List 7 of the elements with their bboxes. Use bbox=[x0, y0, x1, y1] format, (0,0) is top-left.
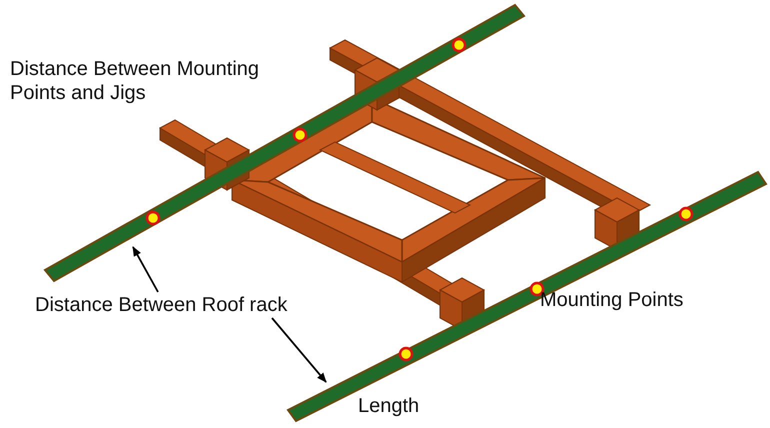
leader-arrow bbox=[132, 246, 159, 292]
annotation-label: Distance Between Mounting Points and Jigs bbox=[10, 57, 260, 105]
dimension-text: Distance Between Roof rack bbox=[35, 293, 288, 317]
annotation-label: Length bbox=[358, 394, 420, 418]
roof-rail bbox=[286, 170, 768, 422]
annotation-label: Mounting Points bbox=[540, 288, 684, 312]
leader-arrow bbox=[271, 317, 327, 383]
